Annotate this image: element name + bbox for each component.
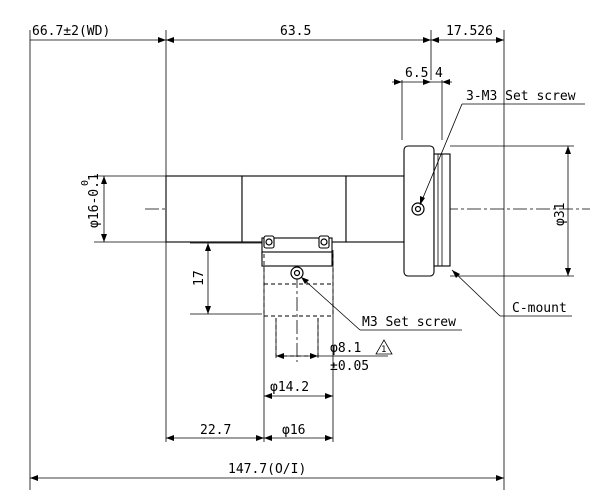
dim-body-length: 63.5 — [280, 24, 311, 39]
objective-tube — [165, 175, 243, 243]
dim-port-inner-tolerance: ±0.05 — [330, 359, 369, 374]
dim-flange-a: 6.5 — [405, 66, 428, 81]
dim-working-distance: 66.7±2(WD) — [32, 24, 110, 39]
callout-labels: 3-M3 Set screw M3 Set screw C-mount — [362, 89, 576, 330]
note-marker: 1 — [375, 339, 393, 355]
dim-port-outer-diameter: φ16 — [282, 423, 305, 438]
extension-lines — [29, 30, 574, 490]
dim-port-mid-diameter: φ14.2 — [270, 380, 309, 395]
c-mount-assembly — [403, 145, 451, 277]
dim-flange-b: 4 — [435, 66, 443, 81]
lens-body — [165, 175, 405, 267]
callout-m3-set-screw: M3 Set screw — [362, 315, 456, 330]
dim-body-diameter: φ16-0.1 — [87, 173, 102, 228]
note-marker-number: 1 — [381, 345, 386, 355]
dim-mount-length: 17.526 — [446, 24, 493, 39]
rear-tube — [345, 175, 405, 243]
dim-mount-diameter: φ31 — [553, 203, 568, 226]
dim-port-offset: 17 — [192, 270, 207, 286]
leader-lines — [300, 103, 585, 331]
dimension-labels: 66.7±2(WD) 63.5 17.526 6.5 4 φ16-0.1 0 φ… — [32, 24, 568, 477]
port-hidden-outline — [263, 254, 334, 357]
dim-body-diameter-tol: 0 — [80, 180, 91, 186]
dim-port-position: 22.7 — [200, 423, 231, 438]
main-tube — [241, 175, 347, 243]
callout-3m3-set-screw: 3-M3 Set screw — [466, 89, 576, 104]
port-flange — [261, 251, 333, 267]
dim-port-inner-diameter: φ8.1 — [330, 341, 361, 356]
callout-c-mount: C-mount — [512, 301, 567, 316]
dimension-lines — [30, 37, 571, 481]
dim-overall-length: 147.7(O/I) — [228, 462, 306, 477]
